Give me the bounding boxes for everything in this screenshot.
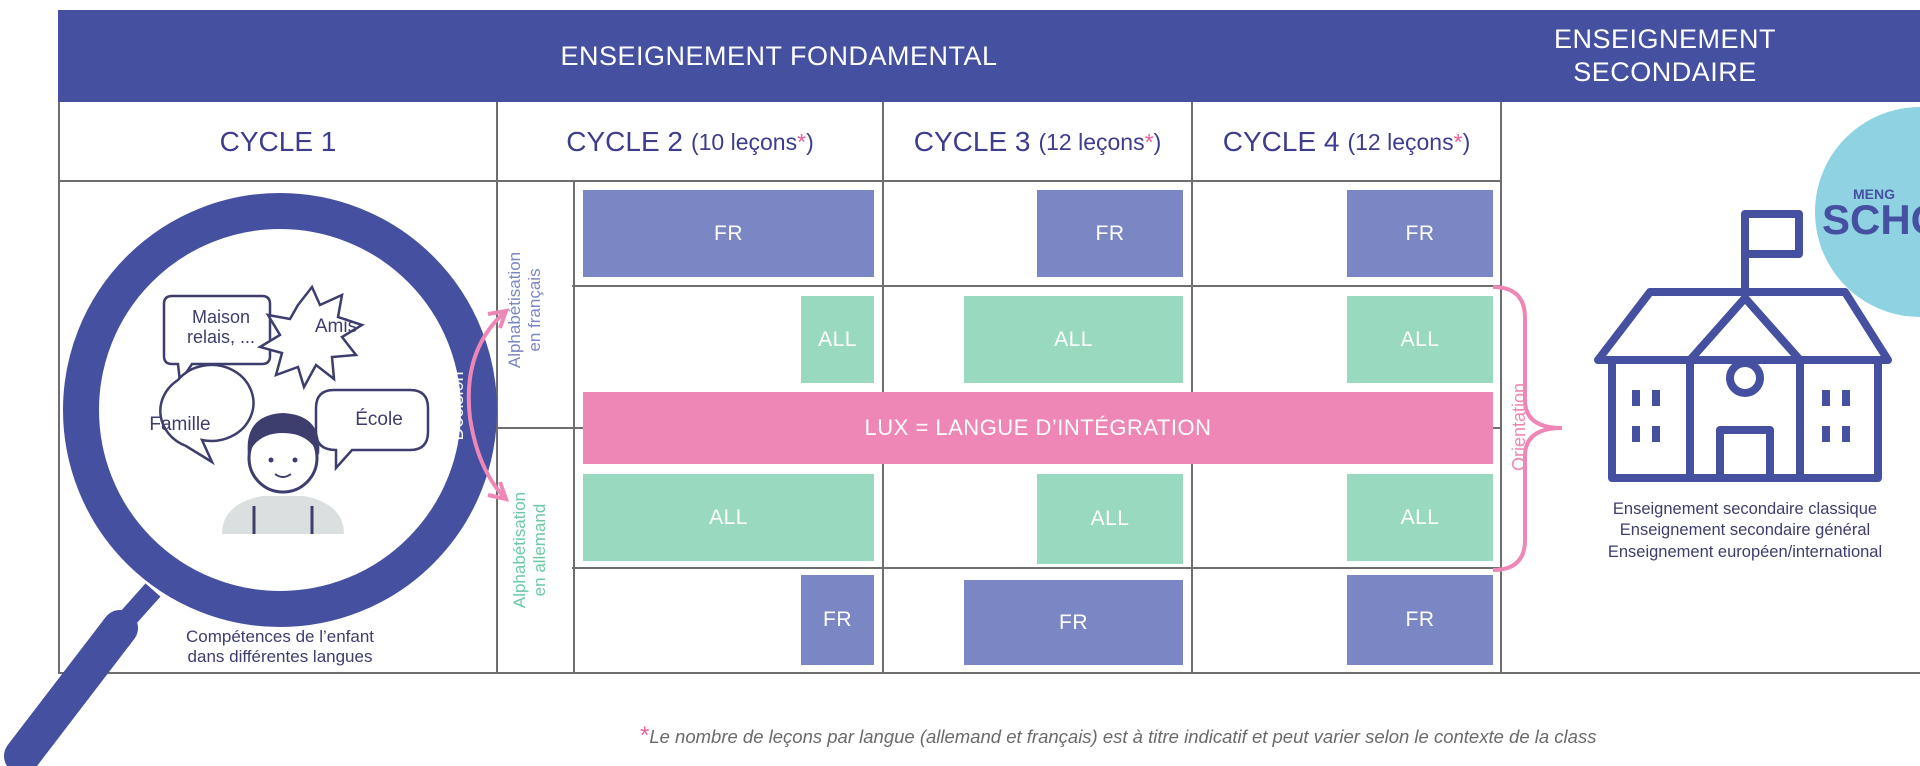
grid-line-v1 [496,102,498,674]
bubble-famille-icon [159,363,255,466]
cycle-2-lessons: (10 leçons [690,128,798,155]
block-label: FR [1059,610,1088,634]
block-label: ALL [818,327,857,351]
block-fr-c2-bottom: FR [801,575,874,665]
cycle-3-close: ) [1153,128,1162,155]
grid-line-v2 [573,180,575,674]
block-fr-c2-top: FR [583,190,874,277]
block-label: FR [714,221,743,245]
magnifier-icon [4,193,497,766]
caption-line1: Compétences de l’enfant [185,627,375,646]
cycle-3-header: CYCLE 3 (12 leçons*) [884,104,1191,180]
block-fr-c3-top: FR [1037,190,1183,277]
footnote: *Le nombre de leçons par langue (alleman… [640,722,1920,750]
block-label: ALL [1054,327,1093,351]
badge-circle-icon [1815,107,1920,317]
cycle-4-star: * [1453,128,1463,155]
header-fondamental-label: ENSEIGNEMENT FONDAMENTAL [560,40,998,71]
block-label: FR [823,608,852,631]
block-lux-integration: LUX = LANGUE D’INTÉGRATION [583,392,1493,464]
bubble-famille-text: Famille [149,414,211,435]
cycle-3-name: CYCLE 3 [913,126,1031,157]
grid-line-bottom [58,672,1920,674]
grid-line-v5 [1500,102,1502,674]
block-all-c4-bottom: ALL [1347,474,1493,561]
secondaire-item: Enseignement secondaire classique [1612,500,1878,518]
block-label: FR [1095,221,1125,245]
footnote-text: Le nombre de leçons par langue (allemand… [649,726,1597,747]
bubble-amis-text: Amis [314,316,358,337]
cycle-2-star: * [797,128,807,155]
cycle-1-header: CYCLE 1 [60,104,496,180]
badge-big-text: SCHO [1822,196,1920,243]
orientation-brace-icon [1492,285,1563,572]
cycle-2-name: CYCLE 2 [566,126,683,157]
block-fr-c4-top: FR [1347,190,1493,277]
block-label: ALL [1400,505,1440,529]
caption-line2: dans différentes langues [187,647,373,667]
cycle-4-name: CYCLE 4 [1222,126,1340,157]
cycle-4-lessons: (12 leçons [1347,128,1454,155]
block-label: ALL [1090,507,1130,530]
school-icon [1594,210,1892,482]
block-label: FR [1405,221,1435,245]
header-secondaire-line2: SECONDAIRE [1573,57,1757,87]
badge-small-text: MENG [1853,186,1895,202]
cycle-2-header: CYCLE 2 (10 leçons*) [498,104,882,180]
grid-line-v0 [58,102,60,674]
label-decision: Décision [447,371,467,441]
header-enseignement-fondamental: ENSEIGNEMENT FONDAMENTAL [58,10,1500,102]
block-all-c2-top: ALL [801,296,874,383]
child-figure-icon [222,413,344,534]
header-secondaire-line1: ENSEIGNEMENT [1553,24,1777,55]
grid-line-h4 [572,567,1500,569]
bubble-amis-icon [256,284,365,391]
header-enseignement-secondaire: ENSEIGNEMENT SECONDAIRE [1500,10,1920,102]
grid-line-v3 [882,102,884,674]
speech-bubbles [159,284,430,472]
bubble-ecole-icon [314,388,430,472]
cycle-1-name: CYCLE 1 [219,126,337,157]
cycle-4-header: CYCLE 4 (12 leçons*) [1193,104,1500,180]
grid-line-h1 [58,180,1500,182]
grid-line-h2 [572,285,1500,287]
secondaire-list: Enseignement secondaire classique Enseig… [1570,499,1920,563]
cycle-4-close: ) [1462,128,1471,155]
footnote-star: * [640,722,650,749]
block-label: ALL [1400,327,1440,351]
cycle-2-close: ) [806,128,814,155]
cycle1-caption: Compétences de l’enfant dans différentes… [140,627,420,668]
block-all-c2-bottom: ALL [583,474,874,561]
block-fr-c4-bottom: FR [1347,575,1493,665]
block-all-c4-top: ALL [1347,296,1493,383]
school-windows-icon [1632,390,1850,442]
decision-arrows-icon [466,308,510,502]
grid-line-v4 [1191,102,1193,674]
cycle-3-star: * [1144,128,1154,155]
block-all-c3-top: ALL [964,296,1183,383]
secondaire-item: Enseignement secondaire général [1619,521,1871,540]
lux-label: LUX = LANGUE D’INTÉGRATION [864,415,1212,440]
secondaire-item: Enseignement européen/international [1607,542,1883,561]
block-label: FR [1405,608,1435,631]
cycle-3-lessons: (12 leçons [1038,128,1145,155]
bubble-ecole-text: École [355,409,403,430]
bubble-maison-text: Maison relais, ... [186,307,256,347]
block-fr-c3-bottom: FR [964,580,1183,665]
block-label: ALL [709,505,748,529]
block-all-c3-bottom: ALL [1037,474,1183,564]
